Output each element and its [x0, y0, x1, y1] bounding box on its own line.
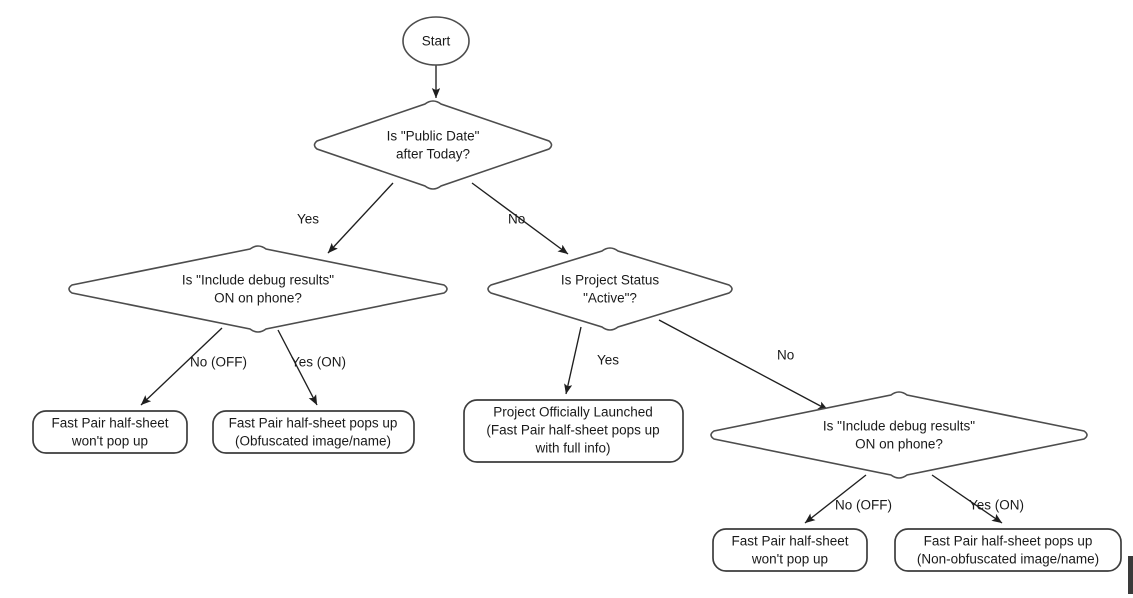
edge-project-status-no	[658, 319, 829, 411]
edge-label-public-date-yes: Yes	[297, 212, 319, 227]
edge-label-project-status-no: No	[777, 348, 794, 363]
edge-project-status-yes	[564, 326, 582, 395]
edge-labels-group: Yes No No (OFF) Yes (ON) Yes No No (OFF)…	[190, 212, 1024, 513]
edge-debug-left-no-off	[140, 327, 223, 406]
node-public-date-decision[interactable]: Is "Public Date" after Today?	[313, 100, 553, 190]
node-include-debug-results-right-decision[interactable]: Is "Include debug results" ON on phone?	[710, 391, 1088, 479]
obfuscated-popup-box[interactable]	[212, 410, 415, 454]
node-obfuscated-popup-result[interactable]: Fast Pair half-sheet pops up (Obfuscated…	[212, 410, 415, 454]
right-edge-artifact	[1128, 556, 1133, 594]
no-popup-left-line1: Fast Pair half-sheet	[51, 416, 168, 431]
launched-line3: with full info)	[534, 441, 610, 456]
edge-debug-right-yes-on	[931, 474, 1003, 524]
start-label: Start	[422, 34, 451, 49]
launched-line1: Project Officially Launched	[493, 405, 653, 420]
no-popup-left-line2: won't pop up	[71, 434, 148, 449]
node-include-debug-results-left-decision[interactable]: Is "Include debug results" ON on phone?	[68, 245, 448, 333]
start-ellipse[interactable]	[402, 16, 470, 66]
public-date-line2: after Today?	[396, 147, 470, 162]
debug-right-diamond[interactable]	[710, 391, 1088, 479]
non-obfuscated-popup-box[interactable]	[894, 528, 1122, 572]
edge-debug-left-yes-on	[277, 329, 318, 406]
edge-label-debug-right-no-off: No (OFF)	[835, 498, 892, 513]
edge-public-date-no	[471, 182, 569, 255]
public-date-line1: Is "Public Date"	[387, 129, 480, 144]
edge-label-debug-left-yes-on: Yes (ON)	[291, 355, 346, 370]
edge-label-debug-left-no-off: No (OFF)	[190, 355, 247, 370]
obfuscated-popup-line1: Fast Pair half-sheet pops up	[229, 416, 398, 431]
node-no-popup-left-result[interactable]: Fast Pair half-sheet won't pop up	[32, 410, 188, 454]
node-project-status-decision[interactable]: Is Project Status "Active"?	[487, 247, 733, 331]
edge-public-date-yes	[327, 182, 394, 254]
no-popup-left-box[interactable]	[32, 410, 188, 454]
debug-left-diamond[interactable]	[68, 245, 448, 333]
edge-label-public-date-no: No	[508, 212, 525, 227]
node-start[interactable]: Start	[402, 16, 470, 66]
project-status-diamond[interactable]	[487, 247, 733, 331]
node-project-officially-launched-result[interactable]: Project Officially Launched (Fast Pair h…	[463, 399, 684, 463]
project-status-line1: Is Project Status	[561, 273, 660, 288]
launched-box[interactable]	[463, 399, 684, 463]
edge-label-project-status-yes: Yes	[597, 353, 619, 368]
debug-right-line2: ON on phone?	[855, 437, 943, 452]
debug-left-line2: ON on phone?	[214, 291, 302, 306]
node-no-popup-right-result[interactable]: Fast Pair half-sheet won't pop up	[712, 528, 868, 572]
project-status-line2: "Active"?	[583, 291, 637, 306]
no-popup-right-line1: Fast Pair half-sheet	[731, 534, 848, 549]
edge-debug-right-no-off	[804, 474, 867, 524]
no-popup-right-box[interactable]	[712, 528, 868, 572]
node-non-obfuscated-popup-result[interactable]: Fast Pair half-sheet pops up (Non-obfusc…	[894, 528, 1122, 572]
launched-line2: (Fast Pair half-sheet pops up	[486, 423, 659, 438]
obfuscated-popup-line2: (Obfuscated image/name)	[235, 434, 391, 449]
public-date-diamond[interactable]	[313, 100, 553, 190]
non-obfuscated-popup-line1: Fast Pair half-sheet pops up	[924, 534, 1093, 549]
edge-label-debug-right-yes-on: Yes (ON)	[969, 498, 1024, 513]
non-obfuscated-popup-line2: (Non-obfuscated image/name)	[917, 552, 1099, 567]
no-popup-right-line2: won't pop up	[751, 552, 828, 567]
edges-group	[140, 65, 1003, 524]
debug-left-line1: Is "Include debug results"	[182, 273, 334, 288]
debug-right-line1: Is "Include debug results"	[823, 419, 975, 434]
